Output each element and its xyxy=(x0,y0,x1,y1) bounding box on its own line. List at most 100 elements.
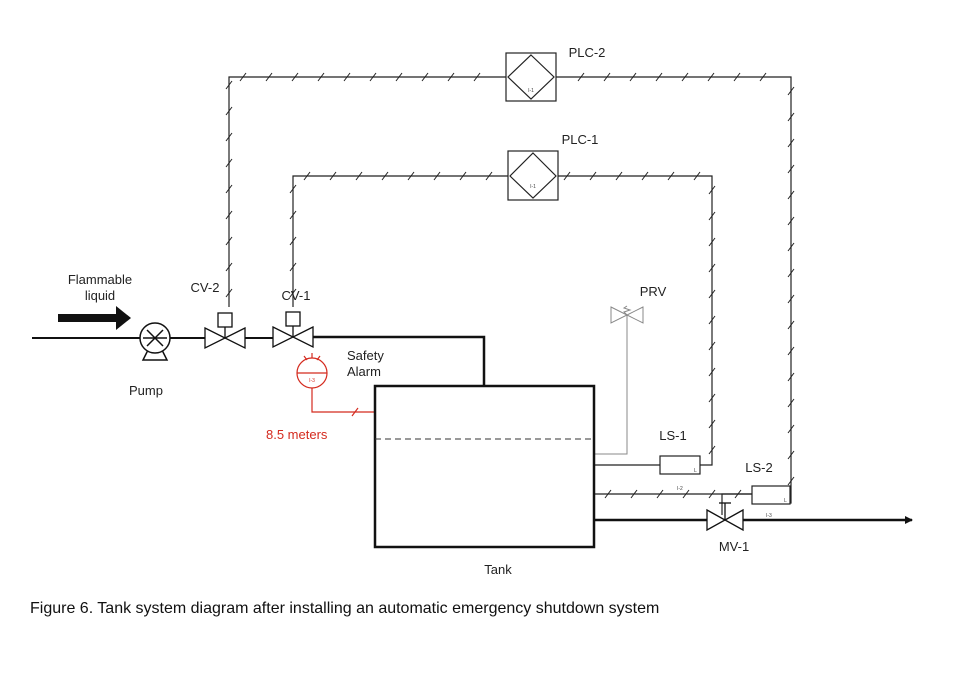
signal-tick xyxy=(225,158,233,168)
signal-tick xyxy=(225,106,233,116)
signal-tick xyxy=(682,489,690,499)
plc2-controller-icon[interactable] xyxy=(505,52,557,102)
signal-tick xyxy=(355,171,363,181)
signal-tick xyxy=(787,242,795,252)
signal-tick xyxy=(787,138,795,148)
signal-tick xyxy=(787,372,795,382)
ls1-level-switch-icon[interactable] xyxy=(659,455,701,475)
cv2-valve-icon[interactable] xyxy=(204,312,246,350)
signal-tick xyxy=(787,268,795,278)
signal-tick xyxy=(563,171,571,181)
plc2-label: PLC-2 xyxy=(569,45,606,60)
signal-tick xyxy=(225,288,233,298)
signal-tick xyxy=(343,72,351,82)
signal-tick xyxy=(225,262,233,272)
signal-tick xyxy=(239,72,247,82)
signal-tick xyxy=(708,445,716,455)
signal-tick xyxy=(225,132,233,142)
signal-tick xyxy=(289,184,297,194)
level-reading-label: 8.5 meters xyxy=(266,427,328,442)
signal-tick xyxy=(708,289,716,299)
ls2-level-switch-icon[interactable] xyxy=(751,485,791,505)
signal-tick xyxy=(708,315,716,325)
ls1-tag: L xyxy=(694,468,697,474)
signal-tick xyxy=(708,367,716,377)
signal-tick xyxy=(787,424,795,434)
prv-label: PRV xyxy=(640,284,667,299)
cv1-valve-icon[interactable] xyxy=(272,311,314,349)
signal-tick xyxy=(681,72,689,82)
signal-tick xyxy=(708,489,716,499)
signal-tick xyxy=(289,236,297,246)
signal-tick xyxy=(329,171,337,181)
figure-caption: Figure 6. Tank system diagram after inst… xyxy=(30,600,660,617)
signal-tick xyxy=(291,72,299,82)
signal-tag-i3: I-3 xyxy=(766,513,772,519)
signal-tick xyxy=(289,288,297,298)
prv-valve-icon[interactable] xyxy=(594,305,644,455)
signal-tick xyxy=(787,398,795,408)
signal-tick xyxy=(708,341,716,351)
signal-tick xyxy=(289,262,297,272)
plc2-tag: I-1 xyxy=(528,88,534,94)
process-lines xyxy=(32,335,913,524)
signal-tick xyxy=(447,72,455,82)
signal-tick xyxy=(641,171,649,181)
safety-alarm-label-line2: Alarm xyxy=(347,364,381,379)
ls2-tag: L xyxy=(784,498,787,504)
signal-tick xyxy=(395,72,403,82)
signal-tick xyxy=(225,80,233,90)
plc1-label: PLC-1 xyxy=(562,132,599,147)
signal-tick xyxy=(787,216,795,226)
signal-tick xyxy=(787,476,795,486)
signal-tick xyxy=(759,72,767,82)
ls1-label: LS-1 xyxy=(659,428,686,443)
tank-label: Tank xyxy=(484,562,512,577)
signal-tick xyxy=(604,489,612,499)
signal-tick xyxy=(667,171,675,181)
pump-icon[interactable] xyxy=(139,322,171,361)
signal-tick xyxy=(317,72,325,82)
signal-tick xyxy=(303,171,311,181)
tank-vessel[interactable] xyxy=(373,384,596,549)
signal-tick xyxy=(369,72,377,82)
signal-tick xyxy=(473,72,481,82)
flammable-liquid-label: Flammable xyxy=(68,272,132,287)
signal-tick xyxy=(787,346,795,356)
safety-alarm-label: Safety xyxy=(347,348,384,363)
alarm-tag: I-3 xyxy=(309,378,315,384)
signal-tick xyxy=(708,237,716,247)
cv2-label: CV-2 xyxy=(191,280,220,295)
signal-tick xyxy=(603,72,611,82)
signal-tag-i2: I-2 xyxy=(677,486,683,492)
signal-tick xyxy=(787,164,795,174)
signal-tick xyxy=(615,171,623,181)
signal-tick xyxy=(708,185,716,195)
signal-tick xyxy=(734,489,742,499)
flammable-liquid-label-line2: liquid xyxy=(85,288,115,303)
signal-tick xyxy=(787,320,795,330)
signal-tick xyxy=(787,294,795,304)
plc1-signal-loop xyxy=(292,175,713,466)
plc1-tag: I-1 xyxy=(530,184,536,190)
signal-tick xyxy=(407,171,415,181)
signal-tick xyxy=(485,171,493,181)
plc1-controller-icon[interactable] xyxy=(507,150,559,201)
safety-alarm-icon[interactable] xyxy=(296,353,374,417)
signal-tick xyxy=(225,210,233,220)
signal-tick xyxy=(381,171,389,181)
signal-tick xyxy=(225,184,233,194)
signal-tick-marks xyxy=(225,72,795,499)
mv1-label: MV-1 xyxy=(719,539,749,554)
signal-tick xyxy=(265,72,273,82)
signal-tick xyxy=(289,210,297,220)
signal-tick xyxy=(225,236,233,246)
signal-tick xyxy=(693,171,701,181)
signal-tick xyxy=(708,419,716,429)
mv1-valve-icon[interactable] xyxy=(706,502,744,532)
signal-tick xyxy=(630,489,638,499)
signal-tick xyxy=(707,72,715,82)
signal-tick xyxy=(787,112,795,122)
signal-tick xyxy=(433,171,441,181)
signal-tick xyxy=(656,489,664,499)
